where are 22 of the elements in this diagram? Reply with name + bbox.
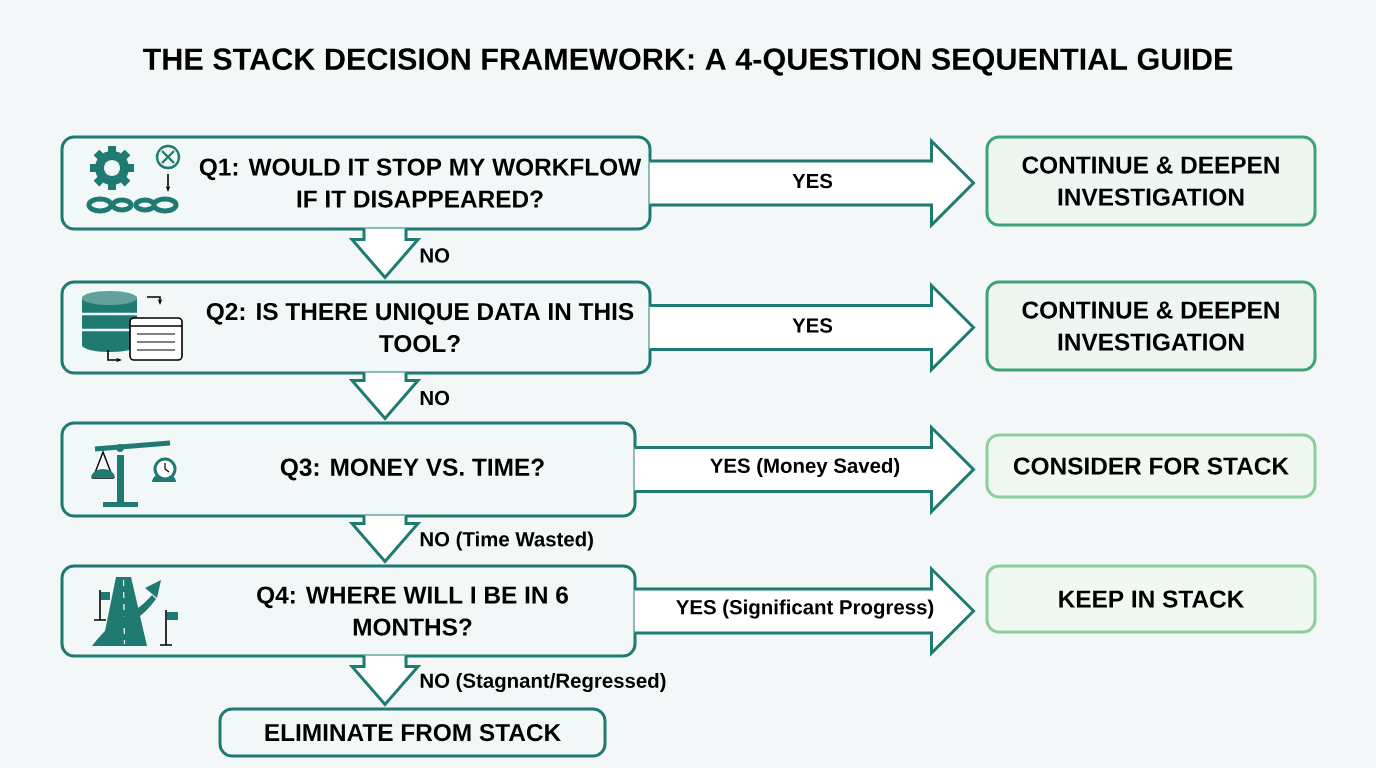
outcome-box: ELIMINATE FROM STACK bbox=[218, 707, 607, 758]
edge-label: YES (Significant Progress) bbox=[673, 597, 937, 621]
block-arrow bbox=[348, 371, 422, 421]
question-box: Q3: MONEY VS. TIME? bbox=[60, 421, 637, 518]
edge-label: NO (Time Wasted) bbox=[417, 529, 596, 553]
outcome-box: CONSIDER FOR STACK bbox=[985, 433, 1317, 499]
outcome-box: KEEP IN STACK bbox=[985, 564, 1317, 634]
block-arrow bbox=[348, 654, 422, 707]
edge-label: NO bbox=[417, 246, 452, 265]
question-box: Q2: IS THERE UNIQUE DATA IN THIS TOOL? bbox=[60, 280, 652, 375]
block-arrow bbox=[348, 227, 422, 280]
edge-label: NO (Stagnant/Regressed) bbox=[417, 670, 669, 695]
outcome-box: CONTINUE & DEEPEN INVESTIGATION bbox=[985, 280, 1317, 372]
edge-label: YES bbox=[790, 316, 835, 335]
outcome-box: CONTINUE & DEEPEN INVESTIGATION bbox=[985, 135, 1317, 227]
block-arrow bbox=[648, 281, 976, 374]
title: THE STACK DECISION FRAMEWORK: A 4-QUESTION SEQUENTIAL GUIDE bbox=[142, 48, 1233, 76]
question-box: Q1: WOULD IT STOP MY WORKFLOW IF IT DISAPPEARED? bbox=[60, 135, 652, 231]
block-arrow bbox=[348, 514, 422, 564]
edge-label: YES (Money Saved) bbox=[707, 456, 903, 479]
question-box: Q4: WHERE WILL I BE IN 6 MONTHS? bbox=[60, 564, 637, 658]
block-arrow bbox=[648, 137, 976, 229]
